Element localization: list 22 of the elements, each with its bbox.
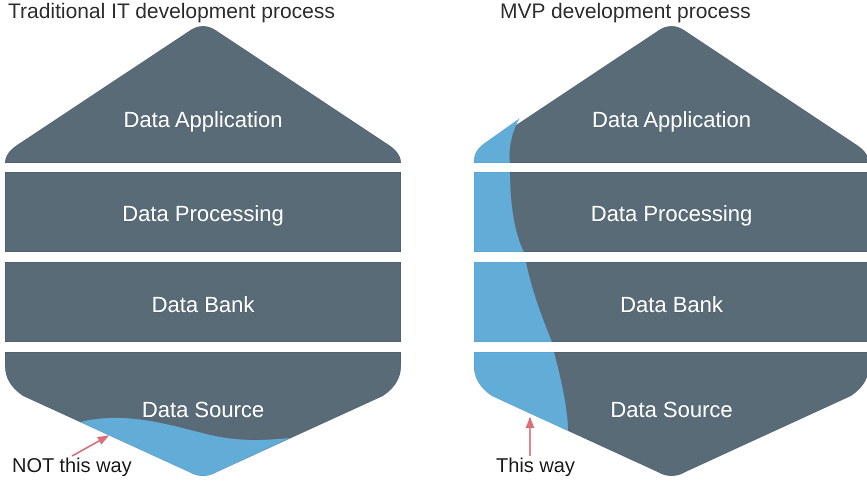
layer-band bbox=[474, 352, 867, 478]
layer-label: Data Bank bbox=[619, 292, 724, 318]
layer-band bbox=[474, 172, 867, 252]
layer-label: Data Source bbox=[140, 397, 266, 423]
arrow bbox=[72, 435, 109, 457]
layer-label: Data Processing bbox=[590, 201, 754, 227]
layer-label: Data Source bbox=[609, 397, 734, 423]
layer-band bbox=[474, 25, 867, 163]
annotation-text: This way bbox=[496, 455, 575, 478]
layer-label: Data Bank bbox=[150, 292, 256, 318]
section-title: MVP development process bbox=[500, 0, 751, 24]
layer-band bbox=[5, 25, 401, 163]
layer-band bbox=[5, 352, 401, 478]
layer-label: Data Application bbox=[122, 107, 284, 133]
arrow bbox=[526, 416, 534, 456]
layer-band bbox=[474, 262, 867, 342]
layer-label: Data Processing bbox=[121, 201, 285, 227]
section-title: Traditional IT development process bbox=[8, 0, 335, 24]
layer-band bbox=[5, 172, 401, 252]
layer-label: Data Application bbox=[591, 107, 752, 133]
layer-band bbox=[5, 262, 401, 342]
annotation-text: NOT this way bbox=[12, 455, 132, 478]
